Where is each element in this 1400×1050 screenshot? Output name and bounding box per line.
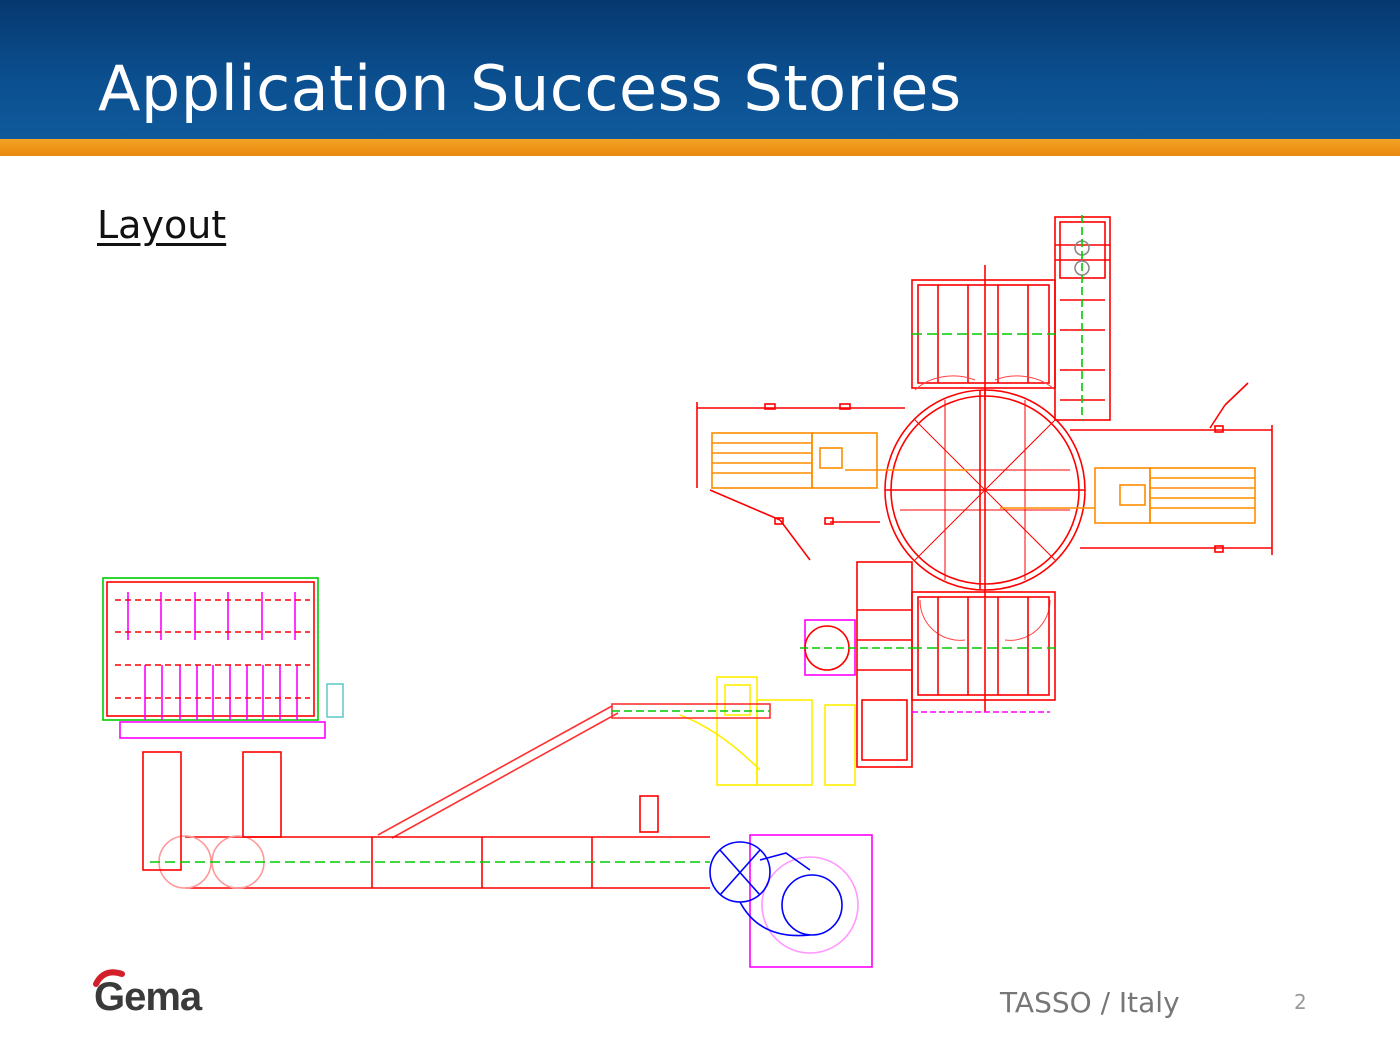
top-booth: [911, 265, 1056, 400]
slide-subtitle: Layout: [97, 203, 227, 247]
svg-text:Gema: Gema: [94, 975, 203, 1016]
right-orange-table: [1000, 467, 1256, 524]
footer-location: TASSO / Italy: [1000, 986, 1180, 1019]
rotary-table: [884, 389, 1086, 591]
left-arm-frame: [696, 402, 905, 561]
yellow-unit: [679, 676, 856, 786]
slide-title: Application Success Stories: [98, 52, 962, 125]
right-arm-frame: [1070, 382, 1273, 555]
left-orange-table: [711, 432, 970, 489]
filter-unit: [102, 577, 344, 739]
header-accent-band: [0, 139, 1400, 156]
gema-logo: Gema: [93, 969, 204, 1016]
page-number: 2: [1294, 990, 1307, 1014]
horizontal-duct: [142, 751, 710, 889]
header-bar: [0, 0, 1400, 142]
inclined-duct: [377, 703, 771, 839]
fan-assembly: [709, 834, 873, 968]
bottom-booth: [856, 561, 1056, 768]
